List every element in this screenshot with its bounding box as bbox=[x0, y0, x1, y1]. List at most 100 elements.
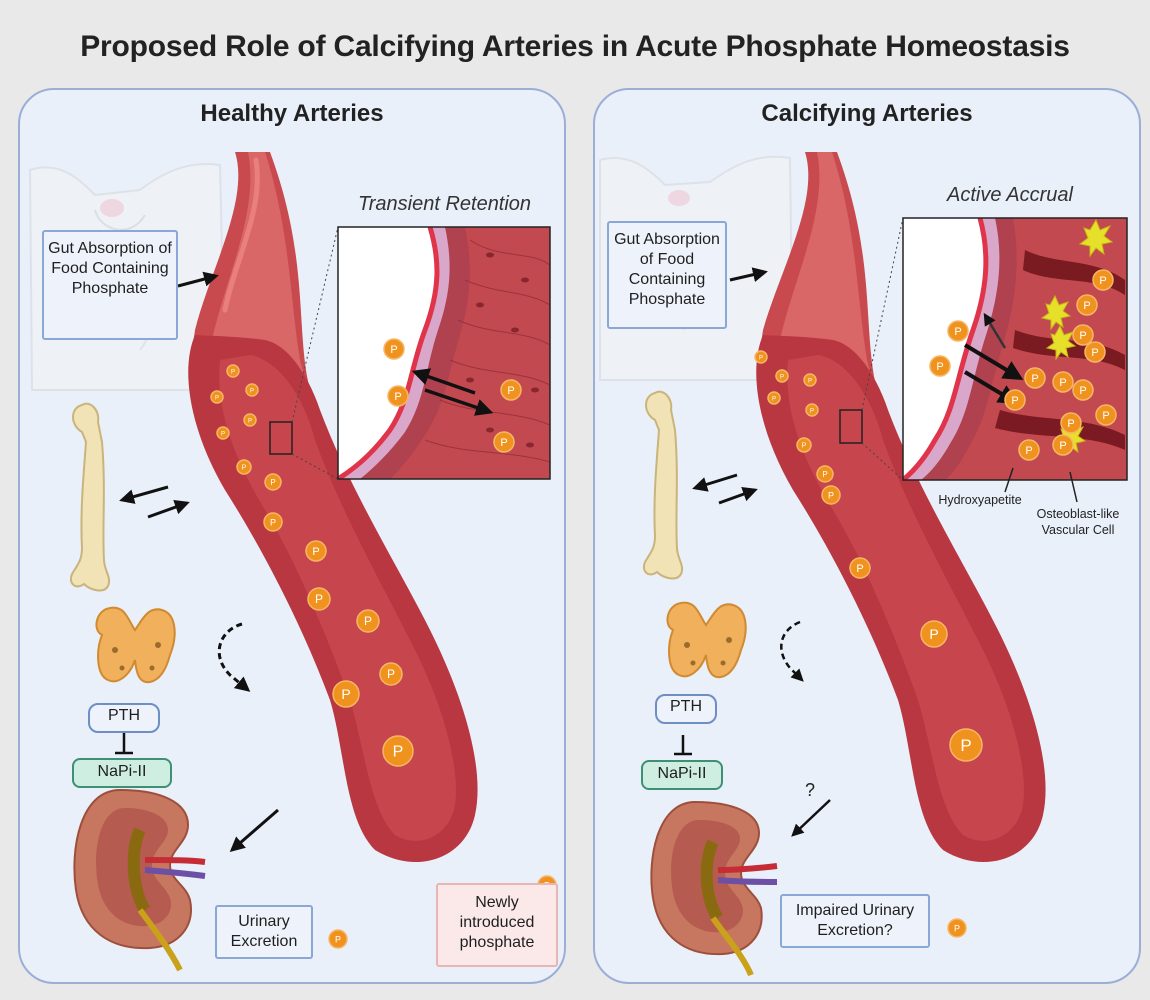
svg-text:P: P bbox=[507, 385, 514, 397]
svg-text:P: P bbox=[772, 396, 776, 402]
phosphate-icon: P bbox=[804, 374, 816, 386]
phosphate-icon: P bbox=[1061, 413, 1081, 433]
artery-to-kidney-arrow bbox=[232, 810, 278, 850]
artery-to-kidney-arrow bbox=[793, 800, 830, 835]
svg-text:P: P bbox=[936, 361, 943, 373]
panel-calcifying-arteries: Calcifying Arteries bbox=[593, 88, 1141, 984]
svg-text:P: P bbox=[248, 418, 252, 424]
impaired-excretion-label: Impaired Urinary Excretion? bbox=[780, 894, 930, 948]
phosphate-icon: P bbox=[850, 558, 870, 578]
svg-text:P: P bbox=[1079, 330, 1086, 342]
phosphate-icon: P bbox=[806, 404, 818, 416]
phosphate-icon: P bbox=[244, 414, 256, 426]
svg-text:P: P bbox=[1102, 410, 1109, 422]
artery-to-bone-arrow bbox=[122, 487, 168, 500]
phosphate-icon: P bbox=[1073, 380, 1093, 400]
svg-text:P: P bbox=[1067, 418, 1074, 430]
phosphate-icon: P bbox=[1077, 295, 1097, 315]
svg-text:P: P bbox=[270, 517, 276, 527]
phosphate-icon: P bbox=[822, 486, 840, 504]
napi-label: NaPi-II bbox=[641, 760, 723, 790]
svg-text:P: P bbox=[1091, 347, 1098, 359]
phosphate-icon: P bbox=[817, 466, 833, 482]
inset-title-transient: Transient Retention bbox=[358, 193, 531, 216]
inset-title-active: Active Accrual bbox=[947, 184, 1073, 207]
question-mark: ? bbox=[805, 780, 815, 801]
phosphate-icon: P bbox=[1053, 435, 1073, 455]
phosphate-icon: P bbox=[380, 663, 402, 685]
svg-text:P: P bbox=[759, 355, 763, 361]
kidney-icon bbox=[651, 802, 777, 975]
phosphate-icon: P bbox=[921, 621, 947, 647]
parathyroid-gland-icon bbox=[96, 608, 174, 683]
kidney-icon bbox=[74, 790, 205, 970]
svg-text:P: P bbox=[954, 326, 961, 338]
phosphate-icon: P bbox=[264, 513, 282, 531]
bone-to-artery-arrow bbox=[719, 490, 755, 503]
phosphate-icon: P bbox=[388, 386, 408, 406]
osteoblast-label: Osteoblast-like Vascular Cell bbox=[1033, 506, 1123, 538]
svg-text:P: P bbox=[364, 614, 372, 628]
phosphate-icon: P bbox=[246, 384, 258, 396]
pth-dashed-arrow bbox=[219, 624, 248, 690]
phosphate-icon: P bbox=[308, 588, 330, 610]
phosphate-icon: P bbox=[357, 610, 379, 632]
phosphate-icon: P bbox=[1025, 368, 1045, 388]
phosphate-icon: P bbox=[755, 351, 767, 363]
phosphate-icon: P bbox=[211, 391, 223, 403]
phosphate-icon: P bbox=[930, 356, 950, 376]
phosphate-icon: P bbox=[1019, 440, 1039, 460]
svg-text:P: P bbox=[221, 431, 225, 437]
svg-text:P: P bbox=[828, 490, 834, 500]
phosphate-icon: P bbox=[768, 392, 780, 404]
svg-text:P: P bbox=[387, 667, 395, 681]
phosphate-icon: P bbox=[237, 460, 251, 474]
svg-text:P: P bbox=[270, 478, 275, 487]
svg-text:P: P bbox=[315, 592, 323, 606]
phosphate-icon: P bbox=[227, 365, 239, 377]
svg-text:P: P bbox=[954, 923, 960, 933]
svg-text:P: P bbox=[312, 546, 319, 558]
svg-text:P: P bbox=[390, 344, 397, 356]
svg-text:P: P bbox=[1031, 373, 1038, 385]
pth-dashed-arrow bbox=[781, 622, 802, 680]
gut-absorption-label: Gut Absorption of Food Containing Phosph… bbox=[607, 221, 727, 329]
phosphate-icon: P bbox=[1096, 405, 1116, 425]
napi-label: NaPi-II bbox=[72, 758, 172, 788]
pth-label: PTH bbox=[655, 694, 717, 724]
phosphate-icon: P bbox=[329, 930, 347, 948]
svg-text:P: P bbox=[231, 369, 235, 375]
bone-to-artery-arrow bbox=[148, 503, 187, 517]
svg-text:P: P bbox=[335, 934, 341, 944]
svg-text:P: P bbox=[393, 744, 404, 761]
svg-text:P: P bbox=[929, 626, 938, 642]
phosphate-icon: P bbox=[333, 681, 359, 707]
phosphate-icon: P bbox=[1053, 372, 1073, 392]
phosphate-icon: P bbox=[217, 427, 229, 439]
urinary-excretion-label: Urinary Excretion bbox=[215, 905, 313, 959]
svg-text:P: P bbox=[341, 686, 350, 702]
femur-bone-icon bbox=[71, 404, 109, 591]
svg-text:P: P bbox=[1083, 300, 1090, 312]
gut-absorption-label: Gut Absorption of Food Containing Phosph… bbox=[42, 230, 178, 340]
svg-text:P: P bbox=[960, 736, 971, 755]
figure-title: Proposed Role of Calcifying Arteries in … bbox=[0, 30, 1150, 64]
svg-text:P: P bbox=[1059, 440, 1066, 452]
femur-bone-icon bbox=[644, 392, 682, 579]
phosphate-icon: P bbox=[383, 736, 413, 766]
svg-text:P: P bbox=[394, 391, 401, 403]
svg-text:P: P bbox=[1079, 385, 1086, 397]
svg-text:P: P bbox=[1059, 377, 1066, 389]
svg-text:P: P bbox=[1099, 275, 1106, 287]
svg-text:P: P bbox=[1025, 445, 1032, 457]
svg-text:P: P bbox=[802, 443, 807, 450]
panel-healthy-arteries: Healthy Arteries bbox=[18, 88, 566, 984]
artery-to-bone-arrow bbox=[695, 475, 737, 488]
phosphate-icon: P bbox=[1093, 270, 1113, 290]
svg-text:P: P bbox=[250, 388, 254, 394]
phosphate-icon: P bbox=[950, 729, 982, 761]
phosphate-icon: P bbox=[494, 432, 514, 452]
parathyroid-gland-icon bbox=[667, 603, 745, 678]
svg-text:P: P bbox=[856, 563, 863, 575]
